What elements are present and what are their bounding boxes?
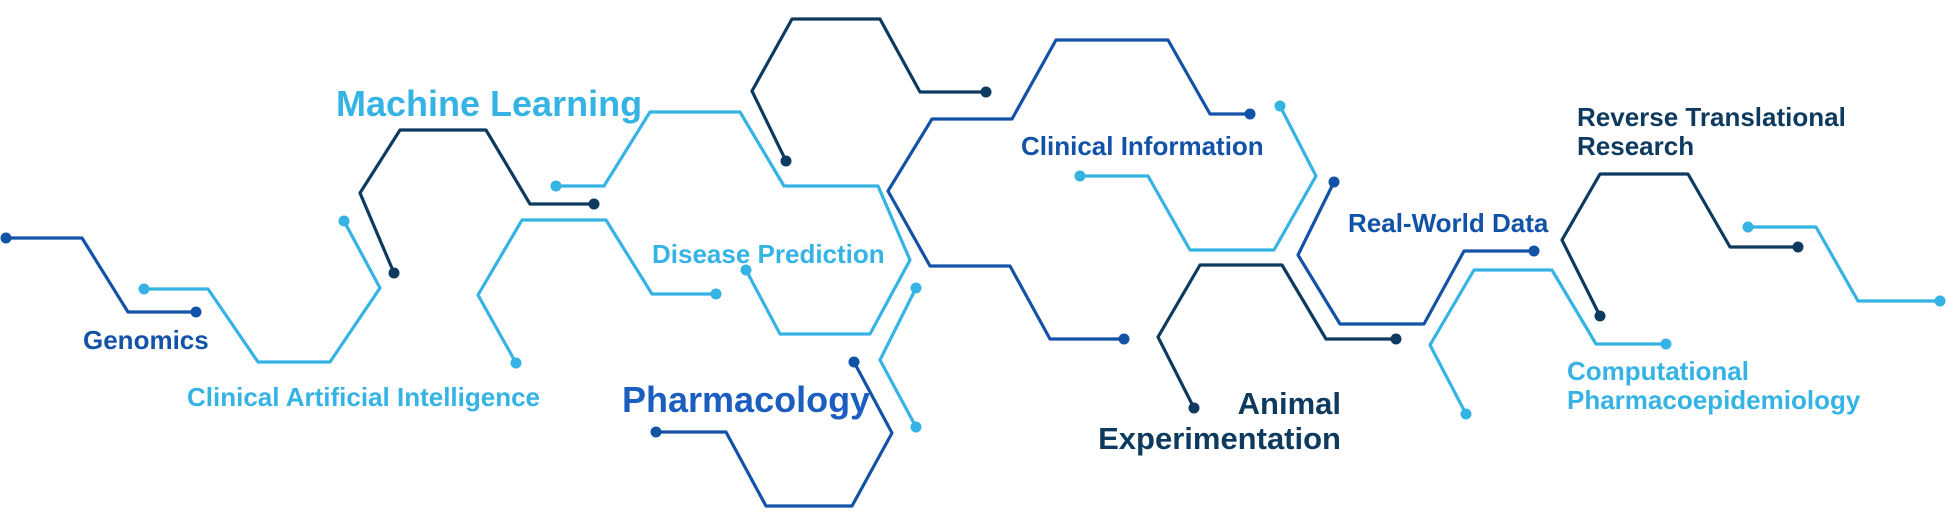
animal-connector-end-dot xyxy=(1390,333,1402,345)
top-center-connector xyxy=(750,17,992,167)
top-center-connector-end-dot xyxy=(980,86,992,98)
label-pharmacology: Pharmacology xyxy=(622,379,871,420)
right-of-dp-connector-start-dot xyxy=(910,421,922,433)
genomics-connector-start-dot xyxy=(0,232,12,244)
far-right-connector-end-dot xyxy=(1934,295,1946,307)
label-rtr-line2: Research xyxy=(1577,131,1695,162)
genomics-connector xyxy=(0,232,202,318)
disease-prediction-connector-start-dot xyxy=(510,357,522,369)
ml-top-connector-end-dot xyxy=(740,264,752,276)
label-animal-line1: Animal xyxy=(1237,386,1341,421)
label-animal-experimentation: Animal Experimentation xyxy=(1083,386,1341,456)
label-reverse-translational-research: Reverse Translational Research xyxy=(1577,102,1846,162)
clinical-info-connector-end-dot xyxy=(1274,100,1286,112)
clinical-info-connector-start-dot xyxy=(1074,170,1086,182)
right-of-dp-connector-line xyxy=(878,286,918,429)
clinical-info-connector xyxy=(1074,100,1318,252)
label-clinical-information: Clinical Information xyxy=(1021,131,1264,161)
clinical-ai-connector-start-dot xyxy=(138,283,150,295)
genomics-connector-end-dot xyxy=(190,306,202,318)
pharmacology-connector xyxy=(650,356,894,508)
pharmacology-connector-end-dot xyxy=(848,356,860,368)
ml-top-connector xyxy=(550,110,912,336)
label-rtr-line1: Reverse Translational xyxy=(1577,102,1846,132)
rtr-connector-end-dot xyxy=(1792,241,1804,253)
comp-pharma-connector-start-dot xyxy=(1460,408,1472,420)
label-clinical-ai: Clinical Artificial Intelligence xyxy=(187,382,541,412)
center-connector-start-dot xyxy=(1118,333,1130,345)
real-world-connector-line xyxy=(1296,180,1536,326)
right-of-dp-connector xyxy=(878,282,922,433)
machine-learning-connector-start-dot xyxy=(388,267,400,279)
clinical-info-connector-line xyxy=(1078,104,1318,252)
machine-learning-connector-line xyxy=(358,128,596,275)
real-world-connector-end-dot xyxy=(1528,245,1540,257)
ml-top-connector-start-dot xyxy=(550,180,562,192)
ml-top-connector-line xyxy=(554,110,912,336)
rtr-connector-start-dot xyxy=(1594,310,1606,322)
disease-prediction-connector xyxy=(476,218,722,369)
genomics-connector-line xyxy=(4,236,198,314)
animal-connector xyxy=(1156,263,1402,414)
label-machine-learning: Machine Learning xyxy=(336,83,643,124)
top-center-connector-line xyxy=(750,17,988,163)
real-world-connector-start-dot xyxy=(1328,176,1340,188)
label-real-world-data: Real-World Data xyxy=(1348,208,1549,238)
center-connector xyxy=(886,38,1256,345)
comp-pharma-connector-end-dot xyxy=(1660,338,1672,350)
right-of-dp-connector-end-dot xyxy=(910,282,922,294)
clinical-ai-connector xyxy=(138,215,382,364)
far-right-connector-line xyxy=(1746,225,1942,303)
label-genomics: Genomics xyxy=(83,325,209,355)
animal-connector-line xyxy=(1156,263,1398,410)
clinical-ai-connector-end-dot xyxy=(338,215,350,227)
label-cp-line2: Pharmacoepidemiology xyxy=(1567,385,1861,416)
label-disease-prediction: Disease Prediction xyxy=(652,239,885,269)
clinical-ai-connector-line xyxy=(142,219,382,364)
disease-prediction-connector-line xyxy=(476,218,718,365)
top-center-connector-start-dot xyxy=(780,155,792,167)
center-connector-line xyxy=(886,38,1252,341)
real-world-connector xyxy=(1296,176,1540,326)
machine-learning-connector xyxy=(358,128,600,279)
far-right-connector-start-dot xyxy=(1742,221,1754,233)
machine-learning-connector-end-dot xyxy=(588,198,600,210)
far-right-connector xyxy=(1742,221,1946,307)
disease-prediction-connector-end-dot xyxy=(710,288,722,300)
pharmacology-connector-line xyxy=(654,360,894,508)
rtr-connector xyxy=(1560,172,1804,322)
comp-pharma-connector xyxy=(1428,268,1672,420)
comp-pharma-connector-line xyxy=(1428,268,1668,416)
rtr-connector-line xyxy=(1560,172,1800,318)
label-computational-pharmacoepidemiology: Computational Pharmacoepidemiology xyxy=(1567,356,1861,416)
pharmacology-connector-start-dot xyxy=(650,426,662,438)
label-animal-line2: Experimentation xyxy=(1098,420,1341,456)
animal-connector-start-dot xyxy=(1188,402,1200,414)
label-cp-line1: Computational xyxy=(1567,356,1749,386)
center-connector-end-dot xyxy=(1244,108,1256,120)
